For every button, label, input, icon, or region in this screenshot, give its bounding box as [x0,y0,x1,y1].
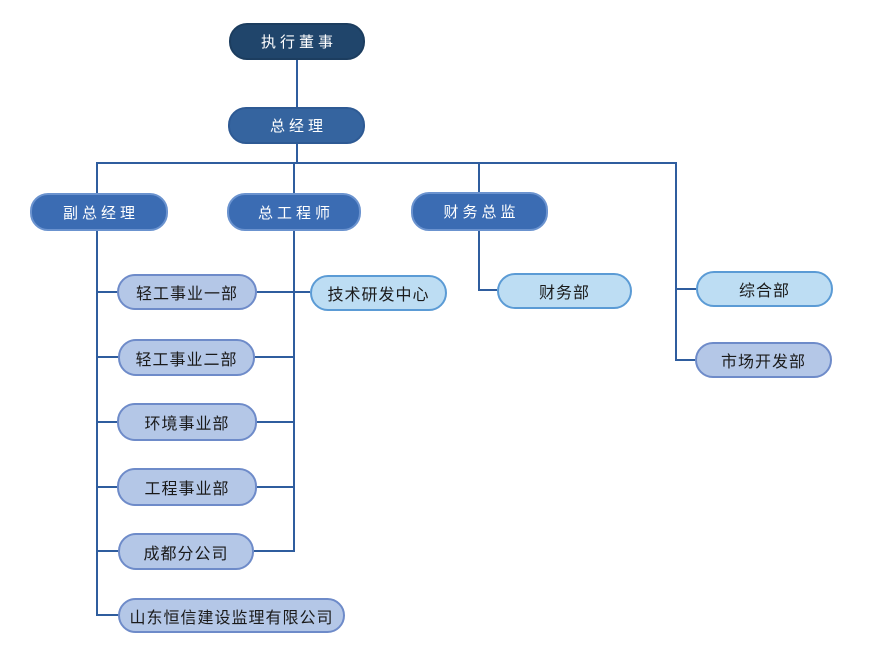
org-node-label: 轻工事业二部 [135,351,238,369]
org-node-general-manager: 总经理 [228,107,365,144]
org-node-label: 执行董事 [260,34,337,51]
connector-left-stub-3 [96,421,119,423]
org-node-label: 山东恒信建设监理有限公司 [129,609,334,627]
org-node-chief-engineer: 总工程师 [227,193,361,231]
connector-to-tech-rd [295,291,310,293]
connector-gm-to-rail [296,143,298,164]
connector-mid-rail [293,231,295,552]
connector-right-stub-5 [254,550,295,552]
connector-rail-to-chief-engineer [293,162,295,194]
org-node-label: 财务部 [538,285,590,302]
connector-left-rail [96,231,98,616]
connector-level3-rail [96,162,677,164]
org-node-label: 成都分公司 [143,545,229,563]
org-node-label: 环境事业部 [144,416,230,433]
connector-left-stub-4 [96,486,119,488]
connector-right-stub-2 [255,356,295,358]
connector-right-stub-4 [257,486,295,488]
org-node-label: 副总经理 [62,204,139,222]
connector-finance-director-down [478,231,480,291]
connector-to-general-affairs [675,288,696,290]
org-node-shandong-hengxin-supervision: 山东恒信建设监理有限公司 [118,598,345,633]
connector-right-rail [675,162,677,361]
org-node-label: 综合部 [738,283,790,300]
connector-to-market-dev [675,359,695,361]
org-node-label: 市场开发部 [720,354,806,371]
org-node-label: 轻工事业一部 [135,286,238,303]
connector-rail-to-finance-director [478,162,480,193]
connector-left-stub-5 [96,550,119,552]
org-node-environment-div: 环境事业部 [117,403,257,441]
org-node-deputy-general-manager: 副总经理 [30,193,168,231]
org-node-light-industry-div-1: 轻工事业一部 [117,274,257,310]
connector-to-finance-dept [478,289,497,291]
org-node-chengdu-branch: 成都分公司 [118,533,254,570]
org-node-engineering-div: 工程事业部 [117,468,257,506]
org-node-label: 财务总监 [443,204,520,221]
connector-left-stub-6 [96,614,119,616]
connector-right-stub-3 [257,421,295,423]
org-node-label: 总工程师 [257,204,334,222]
org-node-label: 总经理 [269,118,327,135]
org-node-label: 工程事业部 [144,481,230,498]
org-node-label: 技术研发中心 [327,287,430,304]
connector-left-stub-1 [96,291,119,293]
connector-exec-to-gm [296,59,298,109]
connector-right-stub-1 [257,291,295,293]
org-node-general-affairs-dept: 综合部 [696,271,833,307]
org-node-finance-dept: 财务部 [497,273,632,309]
org-node-tech-rd-center: 技术研发中心 [310,275,447,311]
connector-left-stub-2 [96,356,119,358]
org-node-executive-director: 执行董事 [229,23,365,60]
org-node-light-industry-div-2: 轻工事业二部 [118,339,255,376]
org-node-market-dev-dept: 市场开发部 [695,342,832,378]
connector-rail-to-deputy-gm [96,162,98,194]
org-node-finance-director: 财务总监 [411,192,548,231]
